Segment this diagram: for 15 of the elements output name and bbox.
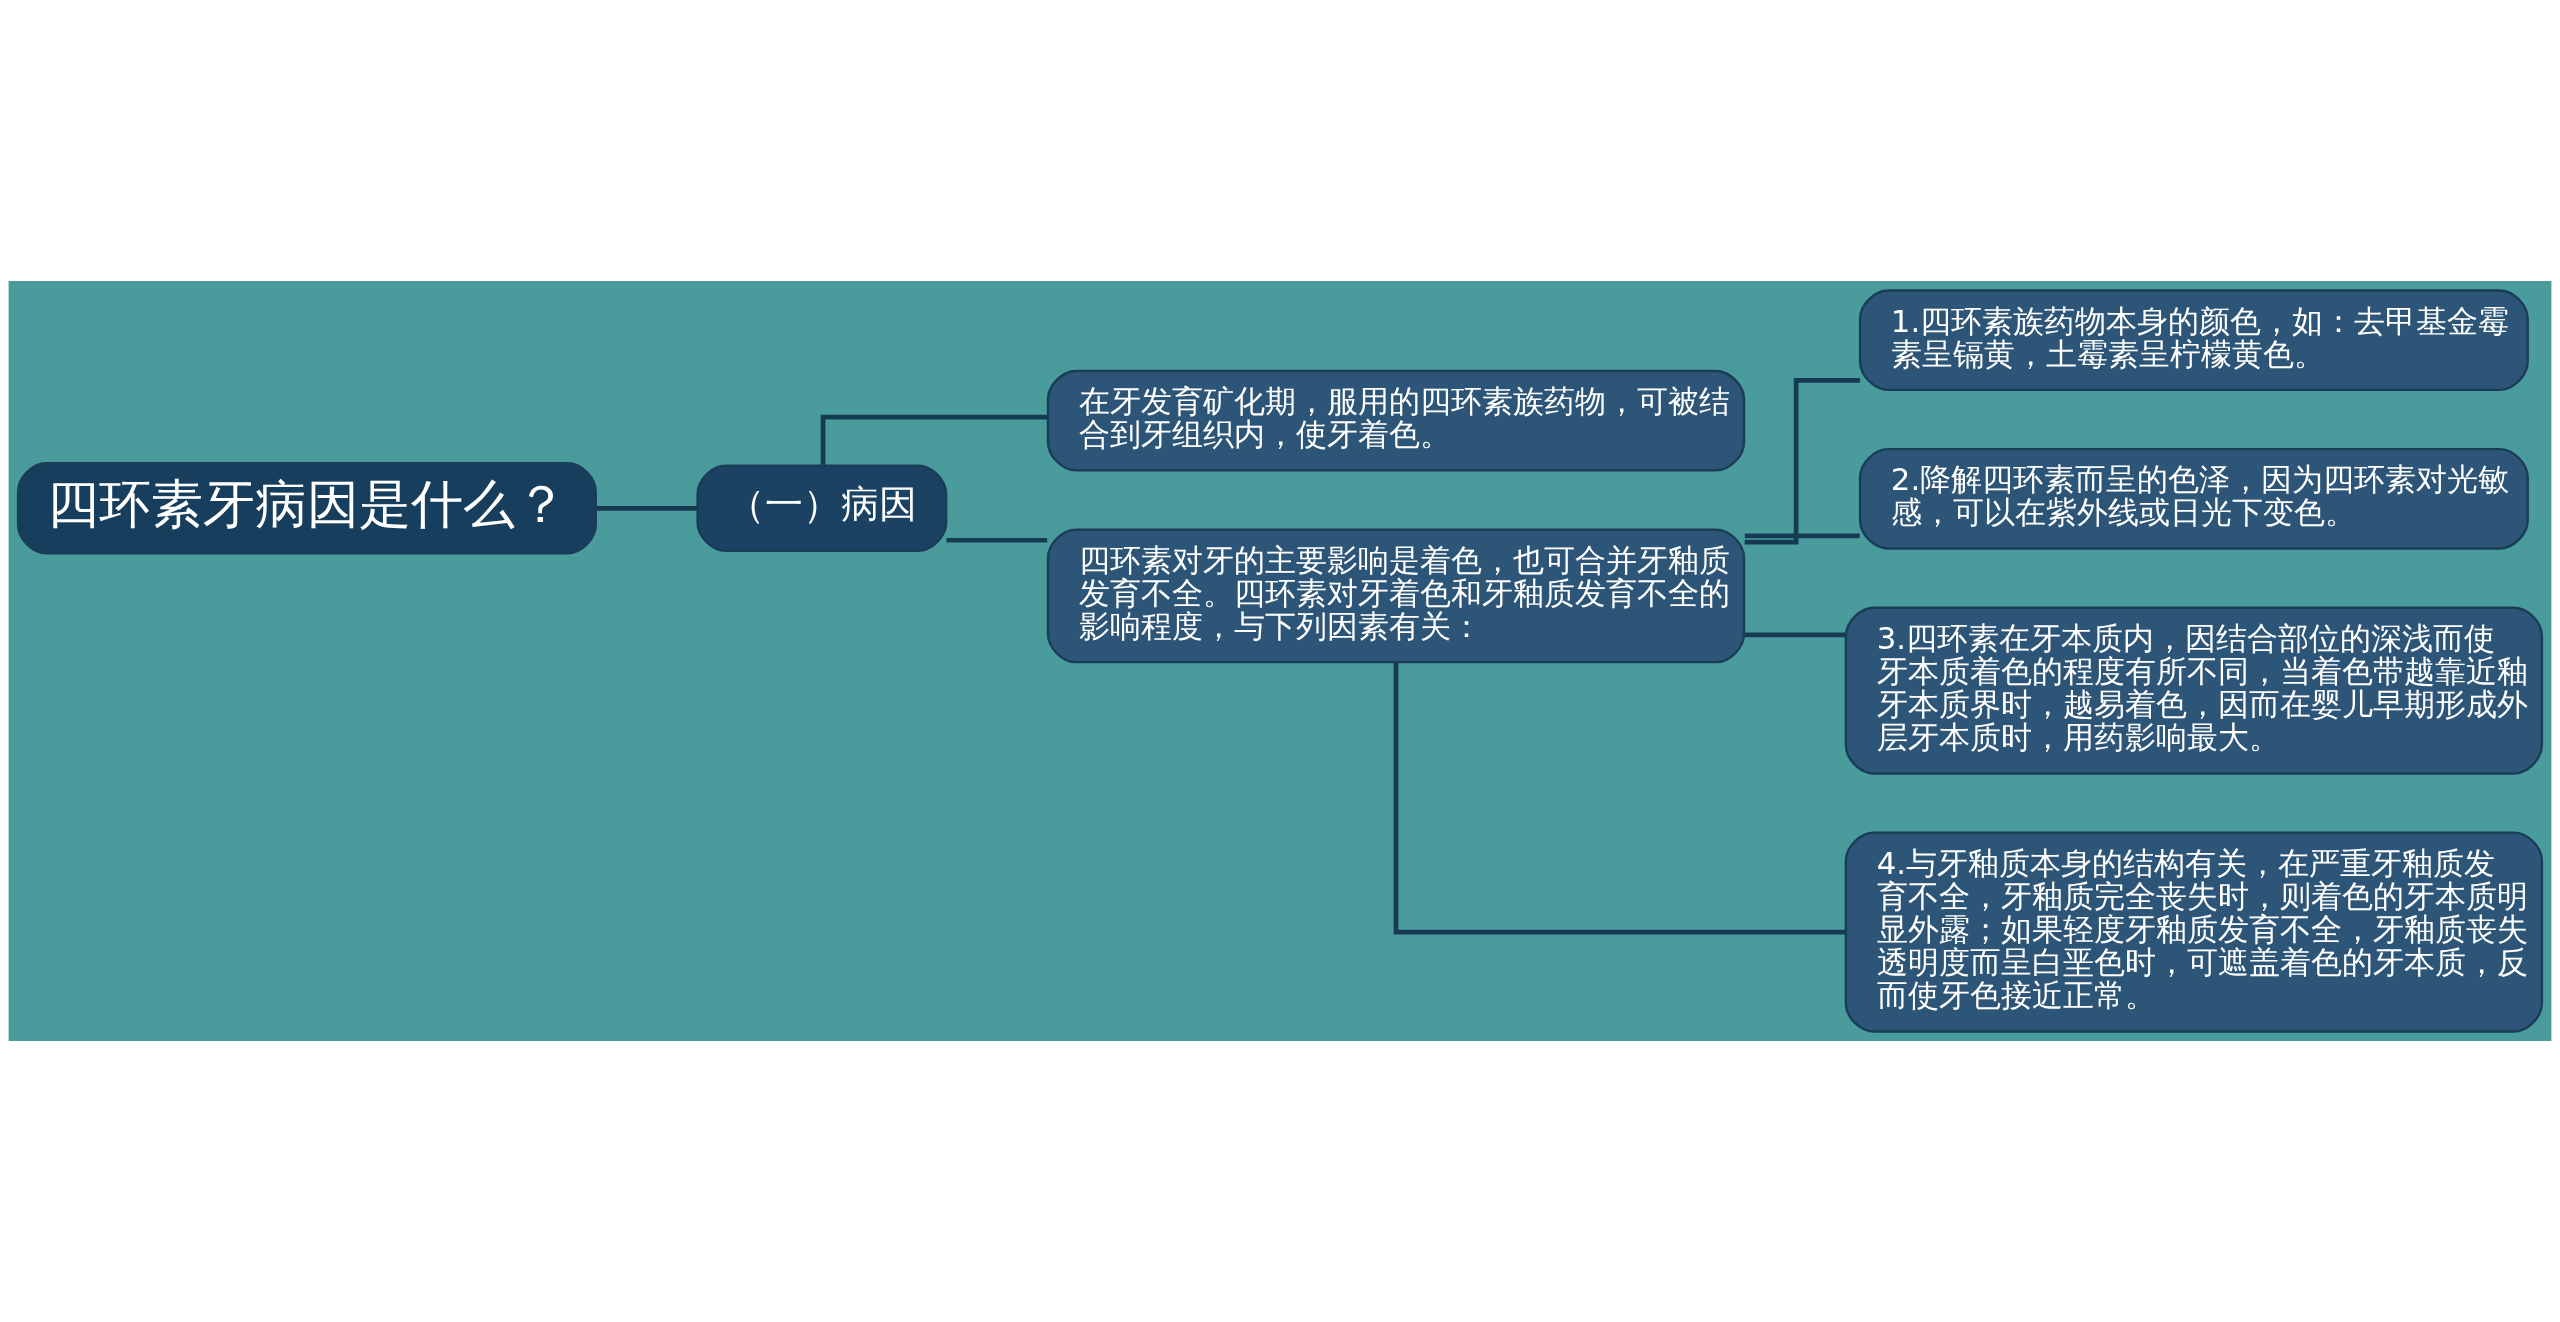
- node-box: 四环素牙病因是什么？: [16, 462, 597, 555]
- node-box: 四环素对牙的主要影响是着色，也可合并牙釉质发育不全。四环素对牙着色和牙釉质发育不全的影响程度，与下列因素有关：: [1046, 528, 1746, 664]
- connector: [1744, 632, 1846, 638]
- node-box: （一）病因: [696, 464, 948, 553]
- node-box: 1.四环素族药物本身的颜色，如：去甲基金霉素呈镉黄，土霉素呈柠檬黄色。: [1858, 289, 2529, 392]
- connector: [820, 414, 1048, 465]
- connector: [1744, 533, 1860, 539]
- connector: [946, 537, 1048, 543]
- node-box: 在牙发育矿化期，服用的四环素族药物，可被结合到牙组织内，使牙着色。: [1046, 369, 1746, 472]
- connector: [1393, 662, 1846, 935]
- node-box: 2.降解四环素而呈的色泽，因为四环素对光敏感，可以在紫外线或日光下变色。: [1858, 447, 2529, 550]
- connector: [1744, 378, 1861, 545]
- node-box: 3.四环素在牙本质内，因结合部位的深浅而使牙本质着色的程度有所不同，当着色带越靠近釉牙本质界时，越易着色，因而在婴儿早期形成外层牙本质时，用药影响最大。: [1844, 606, 2544, 775]
- node-box: 4.与牙釉质本身的结构有关，在严重牙釉质发育不全，牙釉质完全丧失时，则着色的牙本质明显外露；如果轻度牙釉质发育不全，牙釉质丧失透明度而呈白垩色时，可遮盖着色的牙本质，反而使牙色接近正常。: [1844, 831, 2544, 1033]
- connector: [596, 505, 698, 511]
